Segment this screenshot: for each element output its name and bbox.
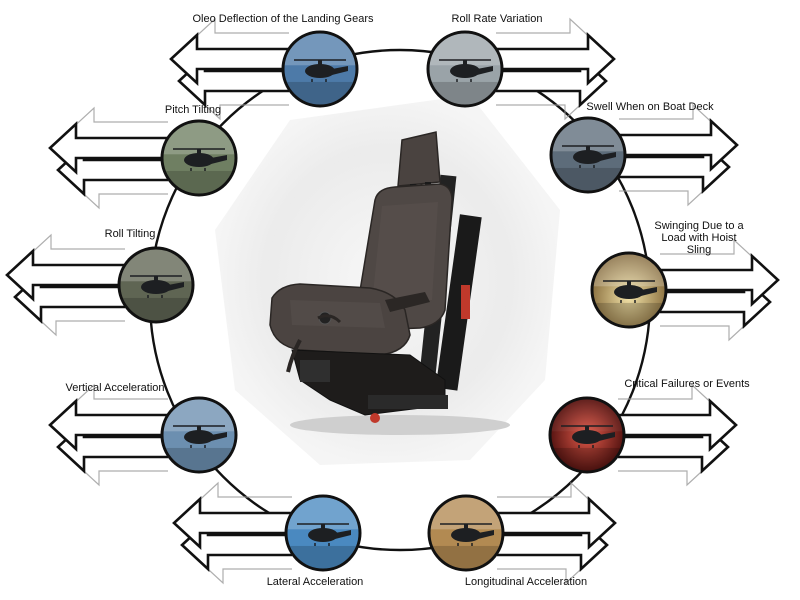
arrow-main-upper xyxy=(5,248,125,302)
label-pitch: Pitch Tilting xyxy=(164,104,222,116)
label-vertical: Vertical Acceleration xyxy=(65,382,165,394)
label-oleo: Oleo Deflection of the Landing Gears xyxy=(192,13,374,25)
label-lateral: Lateral Acceleration xyxy=(266,576,364,588)
arrow-main-upper xyxy=(618,398,738,452)
arrow-main-lower xyxy=(618,420,730,474)
arrow-main-upper xyxy=(172,496,292,550)
helicopter-deck-icon xyxy=(549,116,627,194)
arrow-main-lower xyxy=(56,143,168,197)
label-roll-rate: Roll Rate Variation xyxy=(451,13,543,25)
arrow-longitudinal xyxy=(497,481,617,585)
arrow-main-upper xyxy=(48,398,168,452)
arrow-roll-tilt xyxy=(5,233,125,337)
arrow-vertical xyxy=(48,383,168,487)
label-longitudinal: Longitudinal Acceleration xyxy=(464,576,588,588)
arrow-roll-rate xyxy=(496,17,616,121)
arrow-main-lower xyxy=(180,518,292,572)
arrow-main-lower xyxy=(660,275,772,329)
arrow-main-upper xyxy=(169,32,289,86)
arrow-main-upper xyxy=(619,118,739,172)
arrow-critical xyxy=(618,383,738,487)
label-swell: Swell When on Boat Deck xyxy=(586,101,714,113)
arrow-oleo xyxy=(169,17,289,121)
arrow-main-upper xyxy=(497,496,617,550)
label-critical: Critical Failures or Events xyxy=(624,378,750,390)
helicopter-pitch-icon xyxy=(160,119,238,197)
arrow-main-lower xyxy=(496,54,608,108)
arrow-swinging xyxy=(660,238,780,342)
helicopter-desert-icon xyxy=(427,494,505,572)
arrow-main-lower xyxy=(177,54,289,108)
seat-tag xyxy=(461,285,470,319)
arrow-main-upper xyxy=(660,253,780,307)
helicopter-landing-icon xyxy=(281,30,359,108)
arrow-main-lower xyxy=(56,420,168,474)
helicopter-dust-icon xyxy=(160,396,238,474)
helicopter-alarm-icon xyxy=(548,396,626,474)
label-swinging: Swinging Due to a Load with Hoist Sling xyxy=(654,220,744,256)
arrow-main-lower xyxy=(13,270,125,324)
seat-illustration xyxy=(269,131,510,435)
helicopter-roll-icon xyxy=(117,246,195,324)
label-roll-tilt: Roll Tilting xyxy=(104,228,156,240)
arrow-pitch xyxy=(48,106,168,210)
arrow-main-upper xyxy=(496,32,616,86)
arrow-main-upper xyxy=(48,121,168,175)
arrow-main-lower xyxy=(619,140,731,194)
arrow-main-lower xyxy=(497,518,609,572)
arrow-swell xyxy=(619,103,739,207)
helicopter-hoist-icon xyxy=(590,251,668,329)
helicopter-top-icon xyxy=(284,494,362,572)
arrow-lateral xyxy=(172,481,292,585)
